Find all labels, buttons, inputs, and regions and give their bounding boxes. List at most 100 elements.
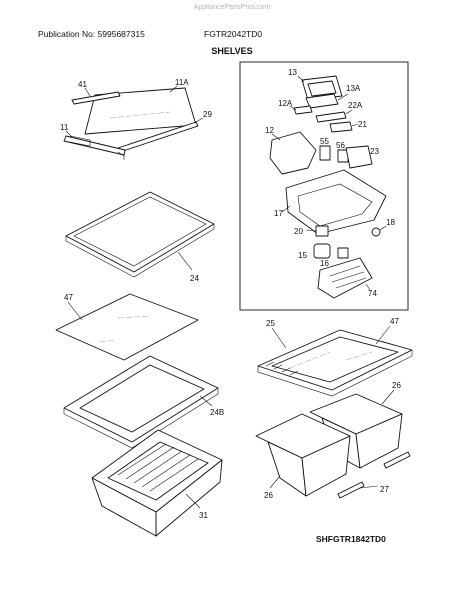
callout-24: 24 bbox=[190, 274, 199, 283]
frame-inner bbox=[79, 364, 205, 433]
glass-glare-1 bbox=[117, 315, 151, 319]
drawer-floor bbox=[107, 441, 209, 501]
shelf-frame-24b bbox=[63, 355, 219, 449]
callout-11: 11 bbox=[60, 123, 69, 132]
pan-left-side bbox=[301, 435, 351, 497]
leader-29 bbox=[193, 117, 204, 124]
callout-41: 41 bbox=[78, 80, 87, 89]
crisper-drawer-31 bbox=[91, 429, 223, 537]
frame-bracket-11 bbox=[69, 135, 91, 147]
part-20 bbox=[315, 225, 329, 237]
part-55 bbox=[319, 145, 331, 161]
fan-cover-slats bbox=[329, 265, 367, 289]
leader-31 bbox=[185, 493, 201, 509]
callout-31: 31 bbox=[199, 511, 208, 520]
rail-lower bbox=[337, 481, 365, 499]
leader-24 bbox=[177, 251, 193, 271]
shelf-panel-24 bbox=[65, 191, 215, 278]
leader-27 bbox=[359, 485, 379, 489]
frame-lip bbox=[63, 388, 219, 449]
part-23 bbox=[345, 145, 373, 169]
callout-56: 56 bbox=[336, 141, 345, 150]
panel-inner-edge bbox=[73, 196, 207, 267]
leader-13 bbox=[297, 75, 305, 83]
housing-frame bbox=[239, 61, 409, 311]
leader-47-right bbox=[375, 325, 391, 345]
part-13-inner bbox=[307, 80, 337, 97]
watermark: AppliancePartsPros.com bbox=[193, 4, 271, 11]
leader-13a bbox=[337, 93, 349, 101]
section-title: SHELVES bbox=[211, 46, 253, 56]
drawer-side bbox=[155, 459, 223, 537]
cover-lip bbox=[257, 350, 413, 397]
slide-rails-27 bbox=[337, 451, 411, 499]
leader-74 bbox=[365, 283, 371, 291]
callout-25: 25 bbox=[266, 319, 275, 328]
callout-55: 55 bbox=[320, 137, 329, 146]
part-21 bbox=[329, 121, 353, 133]
part-18-screw bbox=[371, 227, 381, 237]
part-12 bbox=[269, 131, 317, 175]
callout-21: 21 bbox=[358, 120, 367, 129]
callout-26-bottom: 26 bbox=[264, 491, 273, 500]
callout-27: 27 bbox=[380, 485, 389, 494]
housing-detail bbox=[297, 183, 373, 227]
callout-15: 15 bbox=[298, 251, 307, 260]
control-housing-parts bbox=[269, 75, 387, 299]
part-13a bbox=[305, 93, 339, 109]
callout-29: 29 bbox=[203, 110, 212, 119]
leader-12a bbox=[289, 105, 297, 111]
panel-front-lip bbox=[65, 224, 215, 278]
side-rail bbox=[63, 135, 126, 156]
model-number: FGTR2042TD0 bbox=[204, 29, 263, 39]
callout-16: 16 bbox=[320, 259, 329, 268]
part-16 bbox=[337, 247, 349, 259]
leader-22a bbox=[345, 109, 353, 115]
pan-right-side bbox=[355, 413, 403, 469]
callout-26-top: 26 bbox=[392, 381, 401, 390]
pan-left bbox=[255, 413, 351, 497]
rail-upper bbox=[383, 451, 411, 469]
front-trim-41 bbox=[71, 91, 121, 105]
publication-number: Publication No: 5995687315 bbox=[38, 29, 145, 39]
callout-24b: 24B bbox=[210, 408, 224, 417]
callout-74: 74 bbox=[368, 289, 377, 298]
callout-13: 13 bbox=[288, 68, 297, 77]
callout-20: 20 bbox=[294, 227, 303, 236]
part-22a bbox=[315, 111, 347, 123]
callout-12a: 12A bbox=[278, 99, 293, 108]
glass-shelf-assembly bbox=[63, 87, 199, 160]
callout-23: 23 bbox=[370, 147, 379, 156]
glass-panel-47-left bbox=[55, 293, 199, 361]
cover-ribs bbox=[265, 361, 299, 376]
cover-glass-47 bbox=[271, 336, 399, 383]
callout-22a: 22A bbox=[348, 101, 363, 110]
callout-47-left: 47 bbox=[64, 293, 73, 302]
shelf-glass-glare bbox=[109, 111, 171, 119]
leader-26-top bbox=[381, 389, 395, 405]
leader-20 bbox=[305, 229, 317, 232]
leader-25 bbox=[271, 327, 287, 349]
leader-17 bbox=[281, 205, 291, 213]
leader-11 bbox=[65, 130, 73, 138]
drawer-ribs bbox=[117, 443, 199, 492]
leader-12 bbox=[271, 133, 281, 141]
leader-41 bbox=[84, 87, 91, 97]
callout-18: 18 bbox=[386, 218, 395, 227]
leader-11a bbox=[169, 85, 178, 93]
part-15 bbox=[313, 243, 331, 259]
leader-47-left bbox=[67, 301, 83, 321]
leader-18 bbox=[379, 225, 387, 231]
leader-24b bbox=[199, 395, 213, 407]
callout-11a: 11A bbox=[175, 78, 189, 87]
callout-13a: 13A bbox=[346, 84, 361, 93]
leader-21 bbox=[351, 123, 359, 127]
bracket-end bbox=[117, 151, 125, 160]
cover-glare-2 bbox=[345, 351, 373, 361]
glass-panel-body bbox=[55, 293, 199, 361]
part-12a bbox=[293, 105, 313, 115]
leader-26-bottom bbox=[269, 475, 281, 489]
cover-shelf-assembly bbox=[257, 329, 413, 397]
glass-glare-2 bbox=[99, 339, 117, 343]
